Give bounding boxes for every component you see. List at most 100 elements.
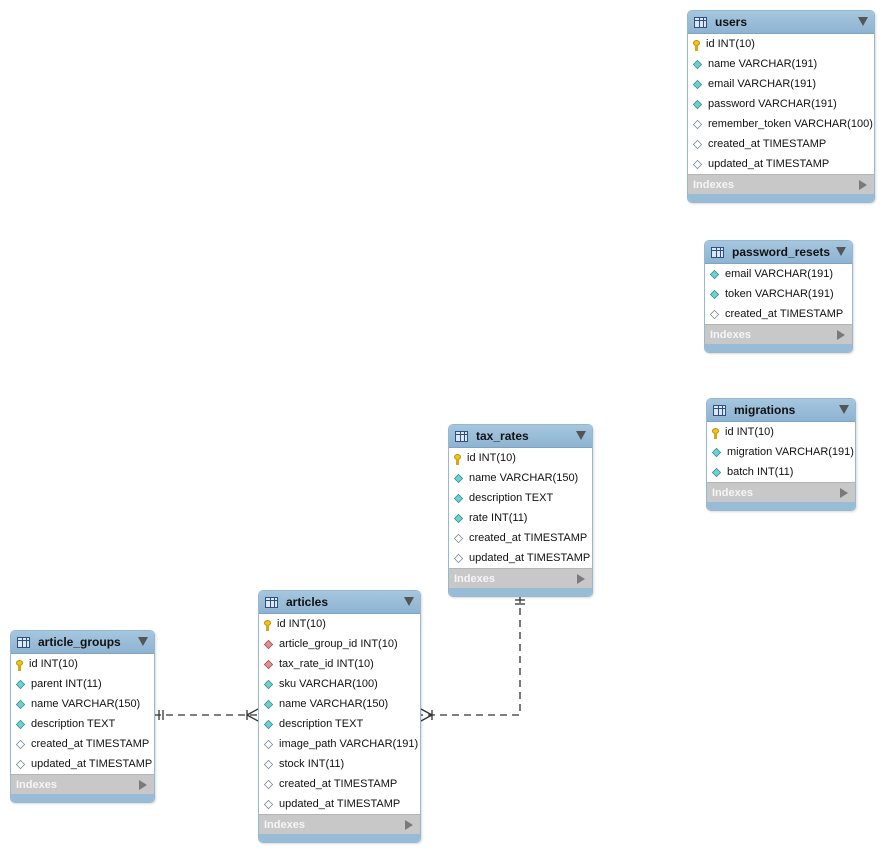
table-header[interactable]: articles — [259, 591, 420, 614]
expand-arrow-icon[interactable] — [840, 488, 848, 498]
table-icon — [713, 404, 726, 416]
column-row[interactable]: id INT(10) — [11, 654, 154, 674]
column-label: password VARCHAR(191) — [708, 98, 837, 110]
column-nullable-icon — [15, 739, 26, 749]
collapse-arrow-icon[interactable] — [839, 405, 849, 414]
column-row[interactable]: password VARCHAR(191) — [688, 94, 874, 114]
column-row[interactable]: name VARCHAR(191) — [688, 54, 874, 74]
column-row[interactable]: rate INT(11) — [449, 508, 592, 528]
column-filled-icon — [15, 699, 26, 709]
table-name: migrations — [734, 403, 796, 417]
column-label: token VARCHAR(191) — [725, 288, 834, 300]
key-icon — [264, 619, 271, 631]
table-icon — [265, 596, 278, 608]
table-header[interactable]: users — [688, 11, 874, 34]
column-filled-icon — [453, 473, 464, 483]
column-nullable-icon — [692, 139, 703, 149]
foreign-key-icon — [263, 659, 274, 669]
column-nullable-icon — [453, 553, 464, 563]
column-row[interactable]: description TEXT — [259, 714, 420, 734]
indexes-bar[interactable]: Indexes — [449, 568, 592, 588]
column-filled-icon — [263, 699, 274, 709]
collapse-arrow-icon[interactable] — [858, 17, 868, 26]
column-row[interactable]: created_at TIMESTAMP — [449, 528, 592, 548]
column-row[interactable]: created_at TIMESTAMP — [11, 734, 154, 754]
column-row[interactable]: description TEXT — [11, 714, 154, 734]
table-header[interactable]: password_resets — [705, 241, 852, 264]
table-footer — [11, 794, 154, 802]
column-row[interactable]: sku VARCHAR(100) — [259, 674, 420, 694]
column-row[interactable]: id INT(10) — [449, 448, 592, 468]
column-label: email VARCHAR(191) — [708, 78, 816, 90]
table-header[interactable]: migrations — [707, 399, 855, 422]
collapse-arrow-icon[interactable] — [576, 431, 586, 440]
column-filled-icon — [692, 99, 703, 109]
column-row[interactable]: migration VARCHAR(191) — [707, 442, 855, 462]
column-row[interactable]: created_at TIMESTAMP — [705, 304, 852, 324]
collapse-arrow-icon[interactable] — [404, 597, 414, 606]
table-header[interactable]: tax_rates — [449, 425, 592, 448]
column-label: sku VARCHAR(100) — [279, 678, 378, 690]
table-password-resets[interactable]: password_resets email VARCHAR(191) token … — [704, 240, 853, 353]
column-label: id INT(10) — [467, 452, 516, 464]
column-row[interactable]: id INT(10) — [707, 422, 855, 442]
column-label: created_at TIMESTAMP — [469, 532, 588, 544]
expand-arrow-icon[interactable] — [837, 330, 845, 340]
table-article-groups[interactable]: article_groups id INT(10) parent INT(11) n… — [10, 630, 155, 803]
column-row[interactable]: created_at TIMESTAMP — [688, 134, 874, 154]
indexes-bar[interactable]: Indexes — [259, 814, 420, 834]
column-label: parent INT(11) — [31, 678, 102, 690]
foreign-key-icon — [263, 639, 274, 649]
column-label: id INT(10) — [725, 426, 774, 438]
expand-arrow-icon[interactable] — [405, 820, 413, 830]
table-header[interactable]: article_groups — [11, 631, 154, 654]
indexes-bar[interactable]: Indexes — [707, 482, 855, 502]
collapse-arrow-icon[interactable] — [836, 247, 846, 256]
expand-arrow-icon[interactable] — [859, 180, 867, 190]
column-filled-icon — [453, 513, 464, 523]
column-row[interactable]: remember_token VARCHAR(100) — [688, 114, 874, 134]
column-row[interactable]: email VARCHAR(191) — [705, 264, 852, 284]
column-row[interactable]: batch INT(11) — [707, 462, 855, 482]
indexes-bar[interactable]: Indexes — [705, 324, 852, 344]
key-icon — [712, 427, 719, 439]
column-row[interactable]: name VARCHAR(150) — [449, 468, 592, 488]
column-row[interactable]: updated_at TIMESTAMP — [259, 794, 420, 814]
column-row[interactable]: updated_at TIMESTAMP — [11, 754, 154, 774]
column-label: name VARCHAR(150) — [31, 698, 141, 710]
column-nullable-icon — [263, 739, 274, 749]
table-articles[interactable]: articles id INT(10)article_group_id INT(… — [258, 590, 421, 843]
table-migrations[interactable]: migrations id INT(10) migration VARCHAR(1… — [706, 398, 856, 511]
column-row[interactable]: id INT(10) — [688, 34, 874, 54]
column-label: batch INT(11) — [727, 466, 794, 478]
column-row[interactable]: email VARCHAR(191) — [688, 74, 874, 94]
column-row[interactable]: name VARCHAR(150) — [11, 694, 154, 714]
table-tax-rates[interactable]: tax_rates id INT(10) name VARCHAR(150) des… — [448, 424, 593, 597]
table-name: password_resets — [732, 245, 831, 259]
column-row[interactable]: name VARCHAR(150) — [259, 694, 420, 714]
column-row[interactable]: stock INT(11) — [259, 754, 420, 774]
column-row[interactable]: image_path VARCHAR(191) — [259, 734, 420, 754]
table-users[interactable]: users id INT(10)name VARCHAR(191) email V… — [687, 10, 875, 203]
indexes-bar[interactable]: Indexes — [688, 174, 874, 194]
column-row[interactable]: description TEXT — [449, 488, 592, 508]
expand-arrow-icon[interactable] — [577, 574, 585, 584]
table-icon — [455, 430, 468, 442]
collapse-arrow-icon[interactable] — [138, 637, 148, 646]
column-label: id INT(10) — [29, 658, 78, 670]
expand-arrow-icon[interactable] — [139, 780, 147, 790]
table-icon — [17, 636, 30, 648]
column-label: stock INT(11) — [279, 758, 345, 770]
column-row[interactable]: id INT(10) — [259, 614, 420, 634]
table-footer — [259, 834, 420, 842]
column-row[interactable]: tax_rate_id INT(10) — [259, 654, 420, 674]
column-label: name VARCHAR(150) — [469, 472, 579, 484]
indexes-bar[interactable]: Indexes — [11, 774, 154, 794]
column-row[interactable]: created_at TIMESTAMP — [259, 774, 420, 794]
column-row[interactable]: updated_at TIMESTAMP — [688, 154, 874, 174]
column-row[interactable]: article_group_id INT(10) — [259, 634, 420, 654]
column-row[interactable]: parent INT(11) — [11, 674, 154, 694]
column-row[interactable]: updated_at TIMESTAMP — [449, 548, 592, 568]
column-row[interactable]: token VARCHAR(191) — [705, 284, 852, 304]
